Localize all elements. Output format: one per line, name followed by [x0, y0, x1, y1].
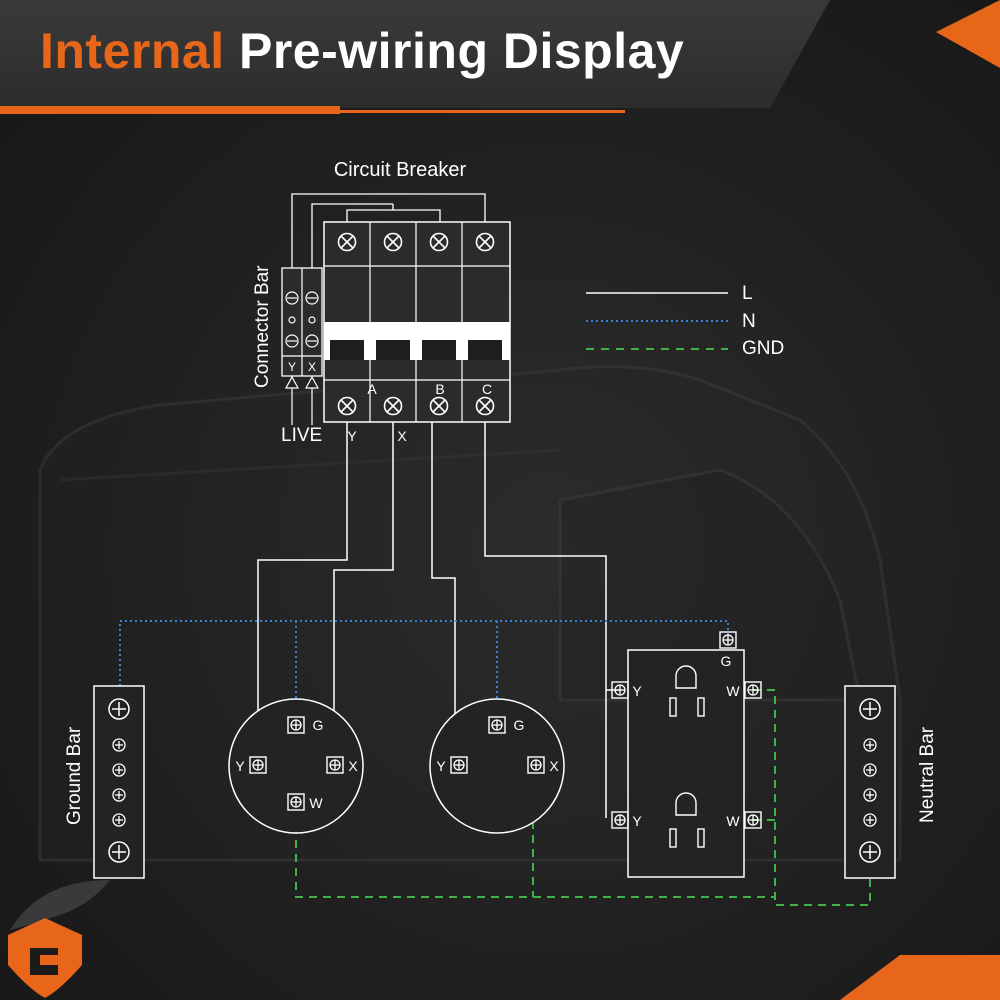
outlet-middle-g: G	[514, 717, 525, 733]
legend: L N GND	[586, 283, 784, 359]
duplex-w-top: W	[726, 683, 740, 699]
legend-label-n: N	[742, 311, 756, 332]
duplex-receptacle: G Y W Y W	[611, 631, 762, 878]
page-title: Internal Pre-wiring Display	[40, 22, 684, 80]
outlet-middle-y: Y	[436, 758, 446, 774]
outlet-left: Y G X W	[228, 698, 364, 834]
orange-accent-bar	[0, 106, 340, 114]
outlet-middle: Y G X	[429, 698, 565, 834]
header-band	[0, 0, 830, 108]
live-label: LIVE	[281, 425, 322, 446]
connector-bar: Connector Bar Y X LIVE Y X	[252, 265, 407, 446]
orange-accent-line	[340, 110, 625, 113]
corner-arrow-icon	[936, 0, 1000, 68]
connector-terminal-x: X	[308, 360, 316, 374]
live-wires	[257, 422, 619, 818]
duplex-g: G	[721, 653, 732, 669]
ground-bar-label: Ground Bar	[64, 726, 85, 825]
neutral-bar-label: Neutral Bar	[917, 726, 938, 823]
outlet-left-y: Y	[235, 758, 245, 774]
legend-label-l: L	[742, 283, 753, 304]
pole-label-b: B	[435, 381, 444, 397]
corner-stripe	[840, 955, 1000, 1000]
neutral-bar: Neutral Bar	[844, 685, 938, 879]
outlet-left-w: W	[309, 795, 323, 811]
connector-bar-label: Connector Bar	[252, 265, 273, 388]
outlet-left-g: G	[313, 717, 324, 733]
outlet-left-x: X	[348, 758, 358, 774]
connector-terminal-y: Y	[288, 360, 296, 374]
pole-label-c: C	[482, 381, 492, 397]
output-label-y: Y	[347, 428, 357, 444]
circuit-breaker-label: Circuit Breaker	[334, 159, 467, 181]
ground-bar: Ground Bar	[64, 685, 145, 879]
outlet-middle-x: X	[549, 758, 559, 774]
title-main: Pre-wiring Display	[239, 23, 685, 79]
circuit-breaker: Circuit Breaker A B C	[291, 159, 511, 423]
output-label-x: X	[397, 428, 407, 444]
title-accent: Internal	[40, 23, 225, 79]
pole-label-a: A	[367, 381, 377, 397]
legend-label-gnd: GND	[742, 338, 784, 359]
duplex-y-bottom: Y	[632, 813, 642, 829]
duplex-w-bottom: W	[726, 813, 740, 829]
duplex-y-top: Y	[632, 683, 642, 699]
brand-logo-icon	[8, 880, 110, 998]
